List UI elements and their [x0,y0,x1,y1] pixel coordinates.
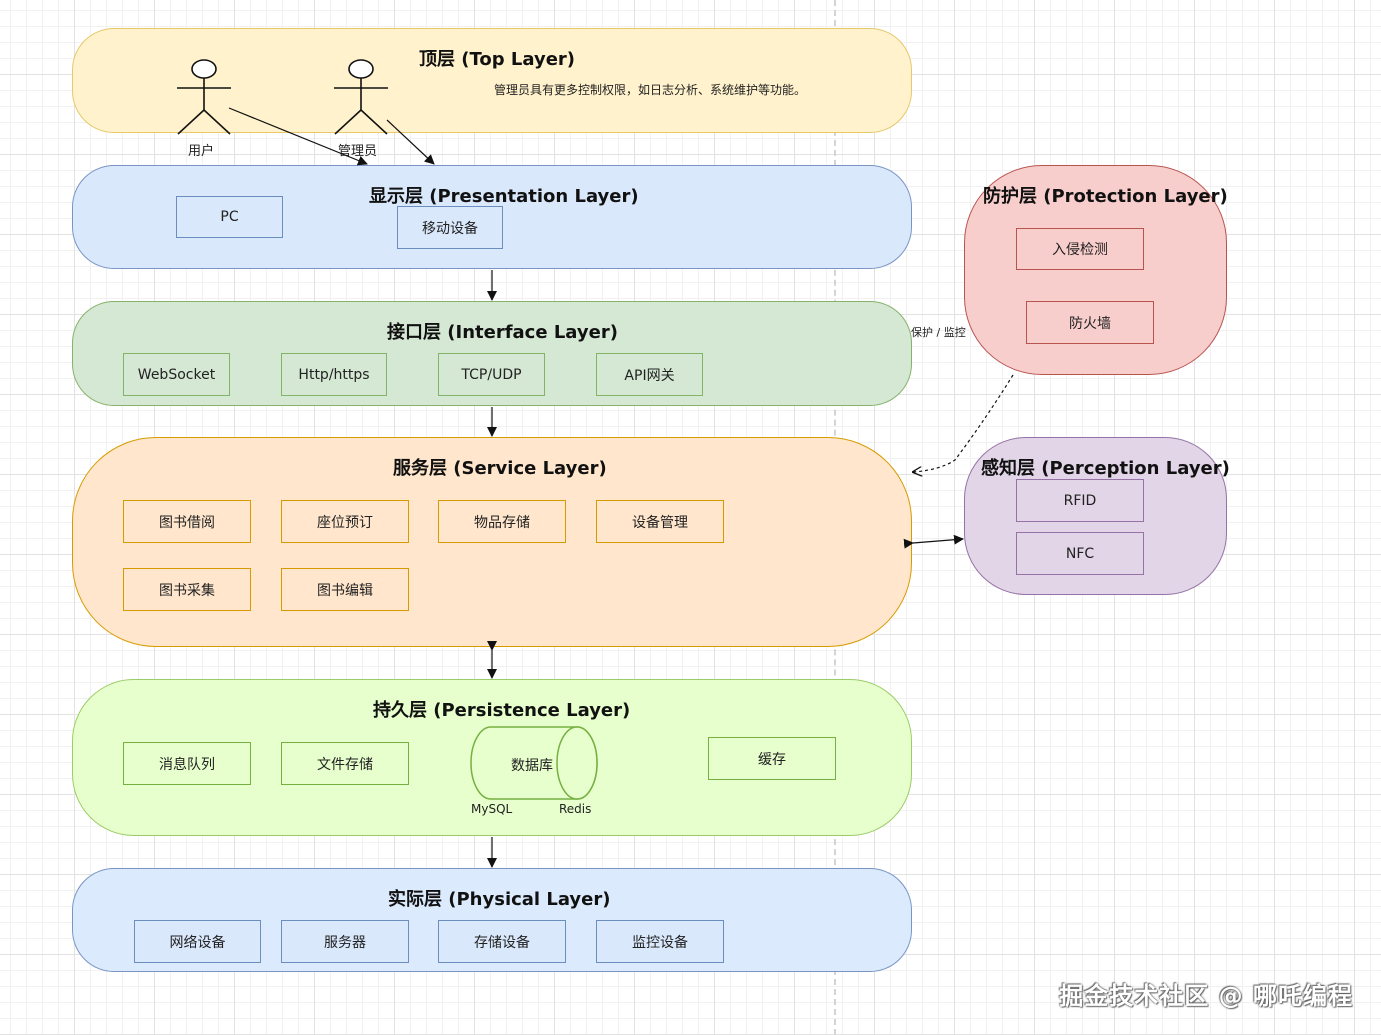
service-layer-title: 服务层 (Service Layer) [393,458,607,479]
database-label: 数据库 [511,758,553,774]
protection-layer-title: 防护层 (Protection Layer) [983,186,1228,207]
watermark: 掘金技术社区 @ 哪吒编程 [1059,982,1353,1010]
cache-box[interactable]: 缓存 [708,737,836,780]
top-layer-note: 管理员具有更多控制权限，如日志分析、系统维护等功能。 [494,83,807,97]
file-storage-box[interactable]: 文件存储 [281,742,409,785]
seat-reservation-box[interactable]: 座位预订 [281,500,409,543]
item-storage-box[interactable]: 物品存储 [438,500,566,543]
admin-actor-icon[interactable] [332,58,390,136]
pc-box[interactable]: PC [176,196,283,238]
websocket-box[interactable]: WebSocket [123,353,230,396]
api-gateway-box[interactable]: API网关 [596,353,703,396]
book-borrowing-box[interactable]: 图书借阅 [123,500,251,543]
book-acquisition-box[interactable]: 图书采集 [123,568,251,611]
storage-device-box[interactable]: 存储设备 [438,920,566,963]
top-layer-title: 顶层 (Top Layer) [419,49,576,70]
interface-layer-title: 接口层 (Interface Layer) [387,322,618,343]
device-management-box[interactable]: 设备管理 [596,500,724,543]
message-queue-box[interactable]: 消息队列 [123,742,251,785]
perception-layer-title: 感知层 (Perception Layer) [981,458,1230,479]
user-actor-icon[interactable] [175,58,233,136]
monitoring-device-box[interactable]: 监控设备 [596,920,724,963]
user-actor-label: 用户 [188,144,215,159]
top-layer[interactable] [72,28,912,133]
intrusion-detection-box[interactable]: 入侵检测 [1016,228,1144,270]
tcp-udp-box[interactable]: TCP/UDP [438,353,545,396]
redis-label: Redis [559,802,592,816]
database-cylinder-icon[interactable] [469,725,599,801]
mobile-device-box[interactable]: 移动设备 [397,206,503,249]
book-editing-box[interactable]: 图书编辑 [281,568,409,611]
protection-edge-label: 保护 / 监控 [911,326,966,339]
admin-actor-label: 管理员 [338,144,378,159]
mysql-label: MySQL [471,802,513,816]
http-https-box[interactable]: Http/https [281,353,387,396]
server-box[interactable]: 服务器 [281,920,409,963]
physical-layer-title: 实际层 (Physical Layer) [388,889,611,910]
firewall-box[interactable]: 防火墙 [1026,301,1154,344]
network-device-box[interactable]: 网络设备 [134,920,261,963]
presentation-layer-title: 显示层 (Presentation Layer) [369,186,639,207]
service-perception-arrow [903,534,964,549]
persistence-layer-title: 持久层 (Persistence Layer) [373,700,631,721]
nfc-box[interactable]: NFC [1016,532,1144,575]
rfid-box[interactable]: RFID [1016,479,1144,522]
